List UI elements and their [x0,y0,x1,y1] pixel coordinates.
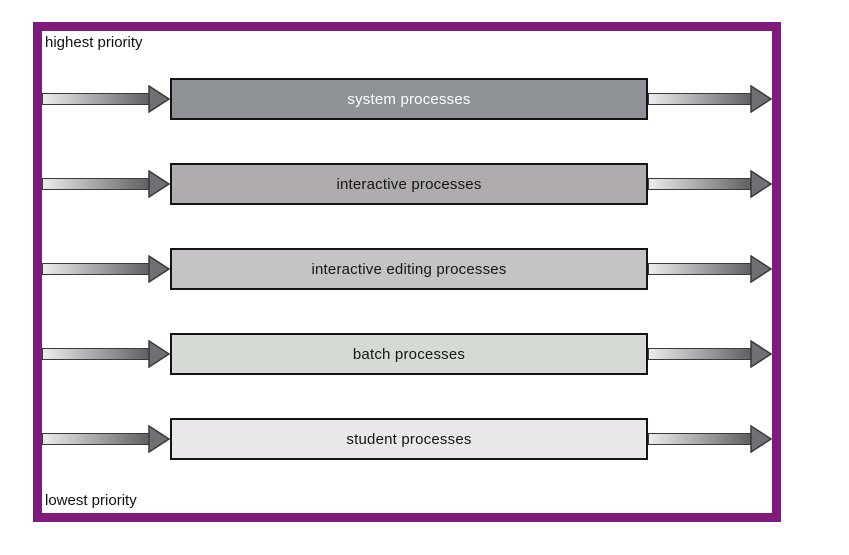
inbound-arrow [42,248,170,290]
lowest-priority-label: lowest priority [45,492,137,509]
queue-label: batch processes [352,345,466,363]
inbound-arrow [42,418,170,460]
queue-bar: interactive editing processes [170,248,648,290]
queue-label: interactive processes [336,175,482,193]
arrow-shaft [42,348,149,360]
queue-row: batch processes [42,333,772,375]
arrow-head-icon [148,170,170,198]
outbound-arrow [648,333,772,375]
queue-row: system processes [42,78,772,120]
arrow-head-icon [750,425,772,453]
arrow-head-icon [148,425,170,453]
queue-bar: student processes [170,418,648,460]
inbound-arrow [42,333,170,375]
arrow-shaft [42,433,149,445]
arrow-head-icon [148,85,170,113]
queue-bar: system processes [170,78,648,120]
priority-frame: highest priority system processes interac… [33,22,781,522]
arrow-head-icon [148,340,170,368]
queue-label: system processes [347,90,471,108]
arrow-head-icon [750,170,772,198]
queue-row: student processes [42,418,772,460]
arrow-head-icon [148,255,170,283]
inbound-arrow [42,163,170,205]
highest-priority-label: highest priority [45,34,143,51]
outbound-arrow [648,418,772,460]
arrow-shaft [648,263,751,275]
queue-row: interactive editing processes [42,248,772,290]
arrow-shaft [42,178,149,190]
queue-label: student processes [346,430,472,448]
outbound-arrow [648,78,772,120]
outbound-arrow [648,248,772,290]
arrow-shaft [648,93,751,105]
queue-bar: interactive processes [170,163,648,205]
arrow-shaft [42,263,149,275]
arrow-head-icon [750,255,772,283]
arrow-shaft [648,178,751,190]
outbound-arrow [648,163,772,205]
inbound-arrow [42,78,170,120]
arrow-head-icon [750,85,772,113]
queue-label: interactive editing processes [311,260,507,278]
queue-row: interactive processes [42,163,772,205]
queue-rows: system processes interactive processes int… [42,31,772,513]
arrow-shaft [648,433,751,445]
arrow-head-icon [750,340,772,368]
arrow-shaft [648,348,751,360]
queue-bar: batch processes [170,333,648,375]
arrow-shaft [42,93,149,105]
